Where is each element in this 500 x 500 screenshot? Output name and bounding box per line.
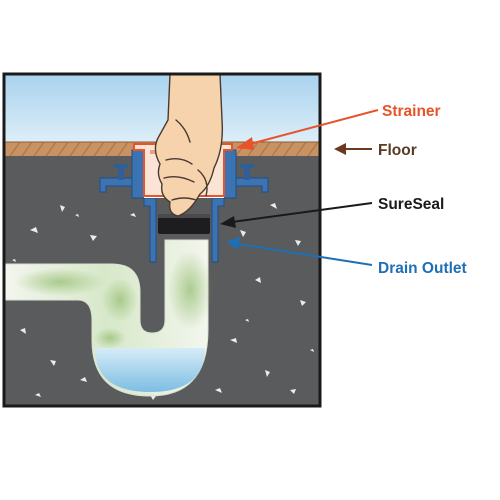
floor-label: Floor (378, 142, 417, 159)
sureseal-label: SureSeal (378, 196, 444, 213)
drain-outlet-arrow (226, 237, 373, 266)
sureseal-gasket (158, 214, 210, 234)
diagram-frame (2, 72, 322, 408)
sureseal-arrow (220, 202, 373, 228)
strainer-arrow (236, 109, 379, 150)
hand-illustration (154, 73, 224, 217)
drain-outlet-label: Drain Outlet (378, 260, 467, 277)
strainer-label: Strainer (382, 103, 441, 120)
floor-arrow (334, 143, 372, 155)
p-trap-pipe (3, 239, 212, 397)
